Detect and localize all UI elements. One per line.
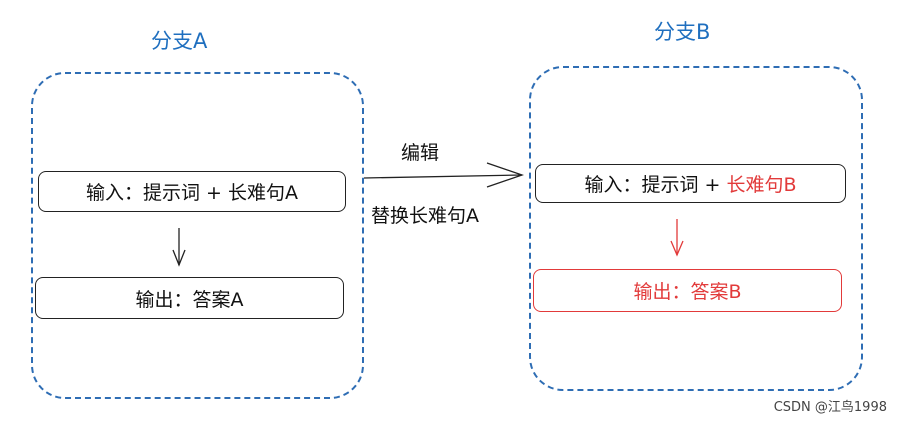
edge-label-edit: 编辑 [401,142,440,164]
branch-b-input-box: 输入：提示词 + 长难句B [535,164,846,203]
arrow-a-to-b [363,174,523,179]
branch-a-title: 分支A [151,29,208,53]
branch-b-container [529,66,863,391]
branch-a-container [31,72,364,399]
edge-label-replace: 替换长难句A [371,205,479,227]
branch-b-input-highlight: 长难句B [726,174,797,196]
branch-a-output-box: 输出：答案A [35,277,344,319]
branch-b-input-prefix: 输入：提示词 + [584,174,721,196]
branch-b-title: 分支B [654,20,711,44]
arrow-a-to-b-head [486,162,525,188]
arrow-a-down-head [172,249,186,267]
branch-a-input-box: 输入：提示词 + 长难句A [38,171,346,212]
watermark: CSDN @江鸟1998 [773,400,887,415]
branch-b-output-box: 输出：答案B [533,269,842,312]
arrow-b-down-head [670,240,684,257]
